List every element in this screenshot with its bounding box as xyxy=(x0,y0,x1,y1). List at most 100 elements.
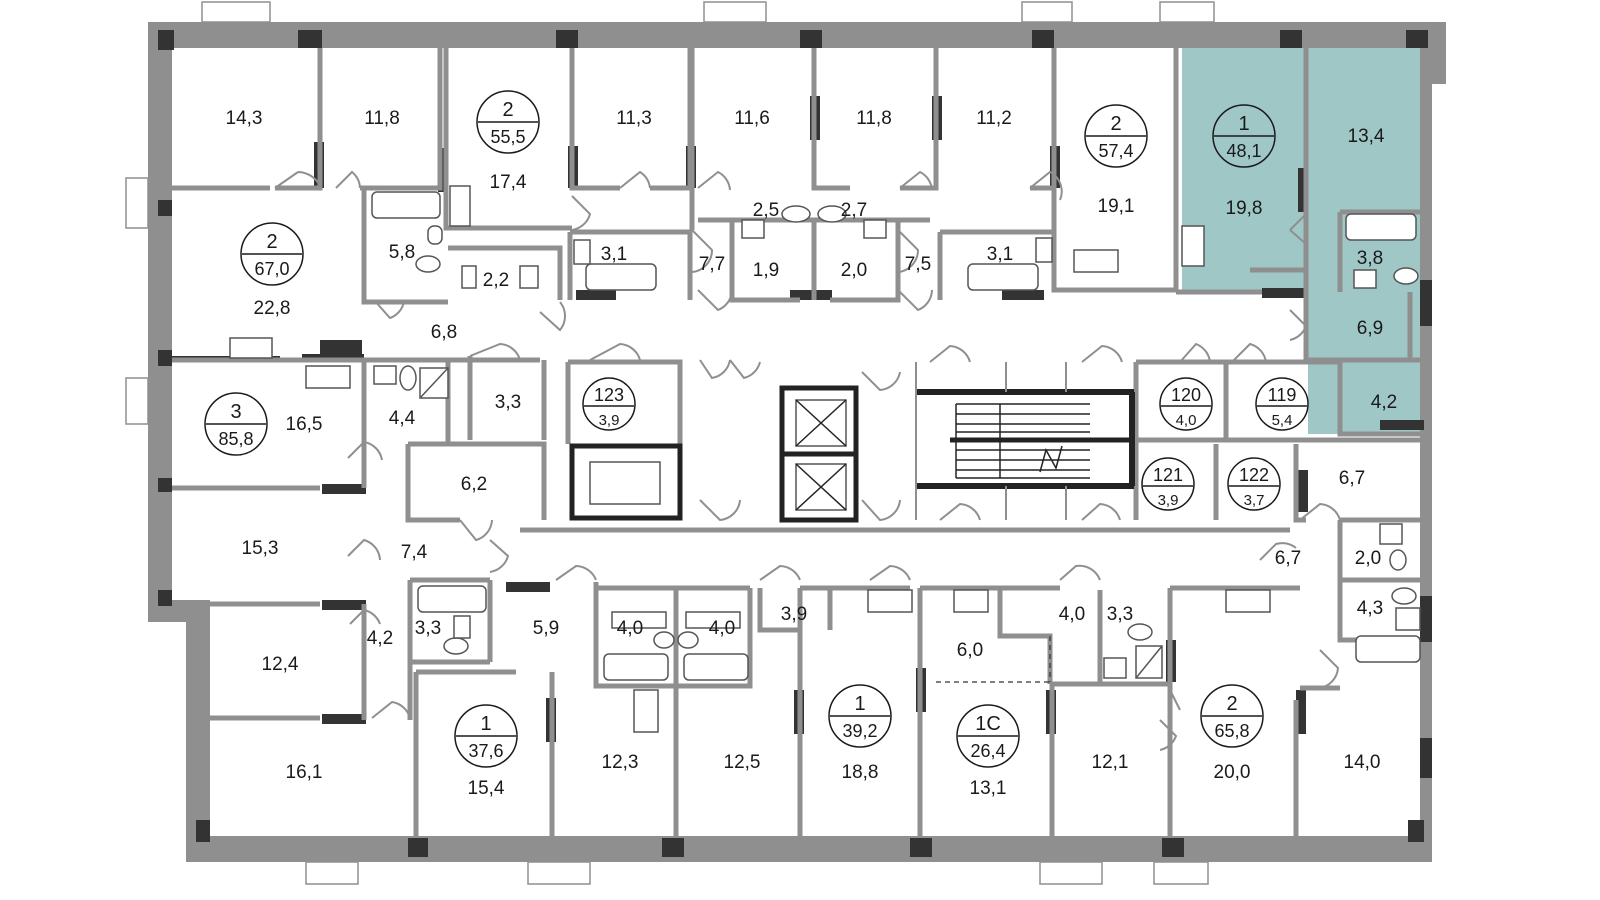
room-area-label[interactable]: 13,4 xyxy=(1348,126,1385,147)
unit-area: 37,6 xyxy=(468,741,503,761)
room-area-label[interactable]: 11,6 xyxy=(734,108,770,129)
room-area-label[interactable]: 2,2 xyxy=(483,270,509,291)
storage-number: 122 xyxy=(1239,465,1269,485)
room-area-label[interactable]: 3,3 xyxy=(415,618,441,639)
room-area-label[interactable]: 3,1 xyxy=(601,244,627,265)
unit-rooms: 3 xyxy=(230,401,241,423)
unit-area: 55,5 xyxy=(490,127,525,147)
room-area-label[interactable]: 4,0 xyxy=(1059,604,1085,625)
room-area-label[interactable]: 12,3 xyxy=(602,752,639,773)
room-area-label[interactable]: 3,3 xyxy=(1107,604,1133,625)
selected-apartment[interactable] xyxy=(1182,48,1424,434)
unit-badge[interactable]: 2 67,0 xyxy=(240,222,304,286)
room-area-label[interactable]: 3,9 xyxy=(781,604,807,625)
room-area-label[interactable]: 18,8 xyxy=(842,762,879,783)
unit-badge[interactable]: 2 65,8 xyxy=(1200,684,1264,748)
room-area-label[interactable]: 7,4 xyxy=(401,542,428,563)
room-area-label[interactable]: 2,0 xyxy=(1355,548,1381,569)
unit-badge[interactable]: 2 55,5 xyxy=(476,90,540,154)
room-area-label[interactable]: 13,1 xyxy=(970,778,1007,799)
unit-area: 26,4 xyxy=(970,741,1005,761)
room-area-label[interactable]: 5,8 xyxy=(389,242,415,263)
room-area-label[interactable]: 4,0 xyxy=(617,618,643,639)
interior-walls xyxy=(172,48,1420,836)
room-area-label[interactable]: 2,7 xyxy=(841,200,867,221)
storage-area: 3,7 xyxy=(1244,492,1265,509)
unit-area: 67,0 xyxy=(254,259,289,279)
room-area-label[interactable]: 5,9 xyxy=(533,618,559,639)
room-area-label[interactable]: 6,8 xyxy=(431,322,457,343)
storage-number: 119 xyxy=(1268,385,1297,405)
storage-badge[interactable]: 119 5,4 xyxy=(1255,377,1309,431)
room-area-labels: 14,3 11,8 17,4 11,3 11,6 11,8 11,2 19,1 … xyxy=(226,108,1398,799)
unit-rooms: 1 xyxy=(480,713,491,735)
unit-badge[interactable]: 2 57,4 xyxy=(1084,104,1148,168)
unit-area: 57,4 xyxy=(1098,141,1133,161)
room-area-label[interactable]: 11,2 xyxy=(976,108,1012,129)
unit-badge[interactable]: 1 39,2 xyxy=(828,684,892,748)
room-area-label[interactable]: 16,5 xyxy=(286,414,323,435)
room-area-label[interactable]: 6,7 xyxy=(1339,468,1365,489)
storage-area: 4,0 xyxy=(1176,412,1197,429)
room-area-label[interactable]: 12,4 xyxy=(262,654,299,675)
room-area-label[interactable]: 14,3 xyxy=(226,108,263,129)
room-area-label[interactable]: 3,8 xyxy=(1357,248,1383,269)
room-area-label[interactable]: 19,1 xyxy=(1098,196,1135,217)
room-area-label[interactable]: 4,2 xyxy=(1371,392,1397,413)
room-area-label[interactable]: 7,5 xyxy=(905,254,931,275)
room-area-label[interactable]: 6,7 xyxy=(1275,548,1301,569)
unit-area: 85,8 xyxy=(218,429,253,449)
room-area-label[interactable]: 22,8 xyxy=(254,298,291,319)
unit-rooms: 2 xyxy=(502,99,513,121)
room-area-label[interactable]: 4,0 xyxy=(709,618,735,639)
storage-number: 123 xyxy=(594,385,624,405)
storage-badge[interactable]: 123 3,9 xyxy=(582,377,636,431)
room-area-label[interactable]: 15,3 xyxy=(242,538,279,559)
storage-badge[interactable]: 122 3,7 xyxy=(1227,457,1281,511)
room-area-label[interactable]: 2,5 xyxy=(753,200,779,221)
unit-rooms: 1 xyxy=(854,693,865,715)
dashed-partition xyxy=(936,636,1051,683)
unit-badge[interactable]: 1С 26,4 xyxy=(956,704,1020,768)
room-area-label[interactable]: 11,8 xyxy=(856,108,892,129)
room-area-label[interactable]: 3,1 xyxy=(987,244,1013,265)
unit-badge[interactable]: 3 85,8 xyxy=(204,392,268,456)
door-swings xyxy=(274,170,1341,751)
unit-area: 48,1 xyxy=(1226,141,1261,161)
room-area-label[interactable]: 6,9 xyxy=(1357,318,1383,339)
unit-rooms: 2 xyxy=(1226,693,1237,715)
unit-rooms: 1 xyxy=(1238,113,1249,135)
room-area-label[interactable]: 4,2 xyxy=(367,628,393,649)
storage-badge[interactable]: 121 3,9 xyxy=(1141,457,1195,511)
unit-badge-selected[interactable]: 1 48,1 xyxy=(1212,104,1276,168)
room-area-label[interactable]: 7,7 xyxy=(699,254,725,275)
room-area-label[interactable]: 6,2 xyxy=(461,474,487,495)
room-area-label[interactable]: 1,9 xyxy=(753,260,779,281)
room-area-label[interactable]: 14,0 xyxy=(1344,752,1381,773)
room-area-label[interactable]: 4,3 xyxy=(1357,598,1383,619)
room-area-label[interactable]: 6,0 xyxy=(957,640,983,661)
unit-rooms: 2 xyxy=(1110,113,1121,135)
room-area-label[interactable]: 19,8 xyxy=(1226,198,1263,219)
storage-area: 5,4 xyxy=(1272,412,1293,429)
unit-rooms: 2 xyxy=(266,231,277,253)
room-area-label[interactable]: 12,5 xyxy=(724,752,761,773)
room-area-label[interactable]: 11,3 xyxy=(616,108,652,129)
room-area-label[interactable]: 2,0 xyxy=(841,260,867,281)
unit-rooms: 1С xyxy=(975,713,1001,735)
stairwell xyxy=(915,362,1135,520)
unit-area: 39,2 xyxy=(842,721,877,741)
unit-badge[interactable]: 1 37,6 xyxy=(454,704,518,768)
room-area-label[interactable]: 17,4 xyxy=(490,172,527,193)
room-area-label[interactable]: 4,4 xyxy=(389,408,416,429)
room-area-label[interactable]: 15,4 xyxy=(468,778,505,799)
room-area-label[interactable]: 20,0 xyxy=(1214,762,1251,783)
room-area-label[interactable]: 11,8 xyxy=(364,108,400,129)
room-area-label[interactable]: 12,1 xyxy=(1092,752,1129,773)
room-area-label[interactable]: 3,3 xyxy=(495,392,521,413)
storage-area: 3,9 xyxy=(599,412,620,429)
room-area-label[interactable]: 16,1 xyxy=(286,762,323,783)
storage-number: 121 xyxy=(1153,465,1183,485)
storage-badge[interactable]: 120 4,0 xyxy=(1159,377,1213,431)
